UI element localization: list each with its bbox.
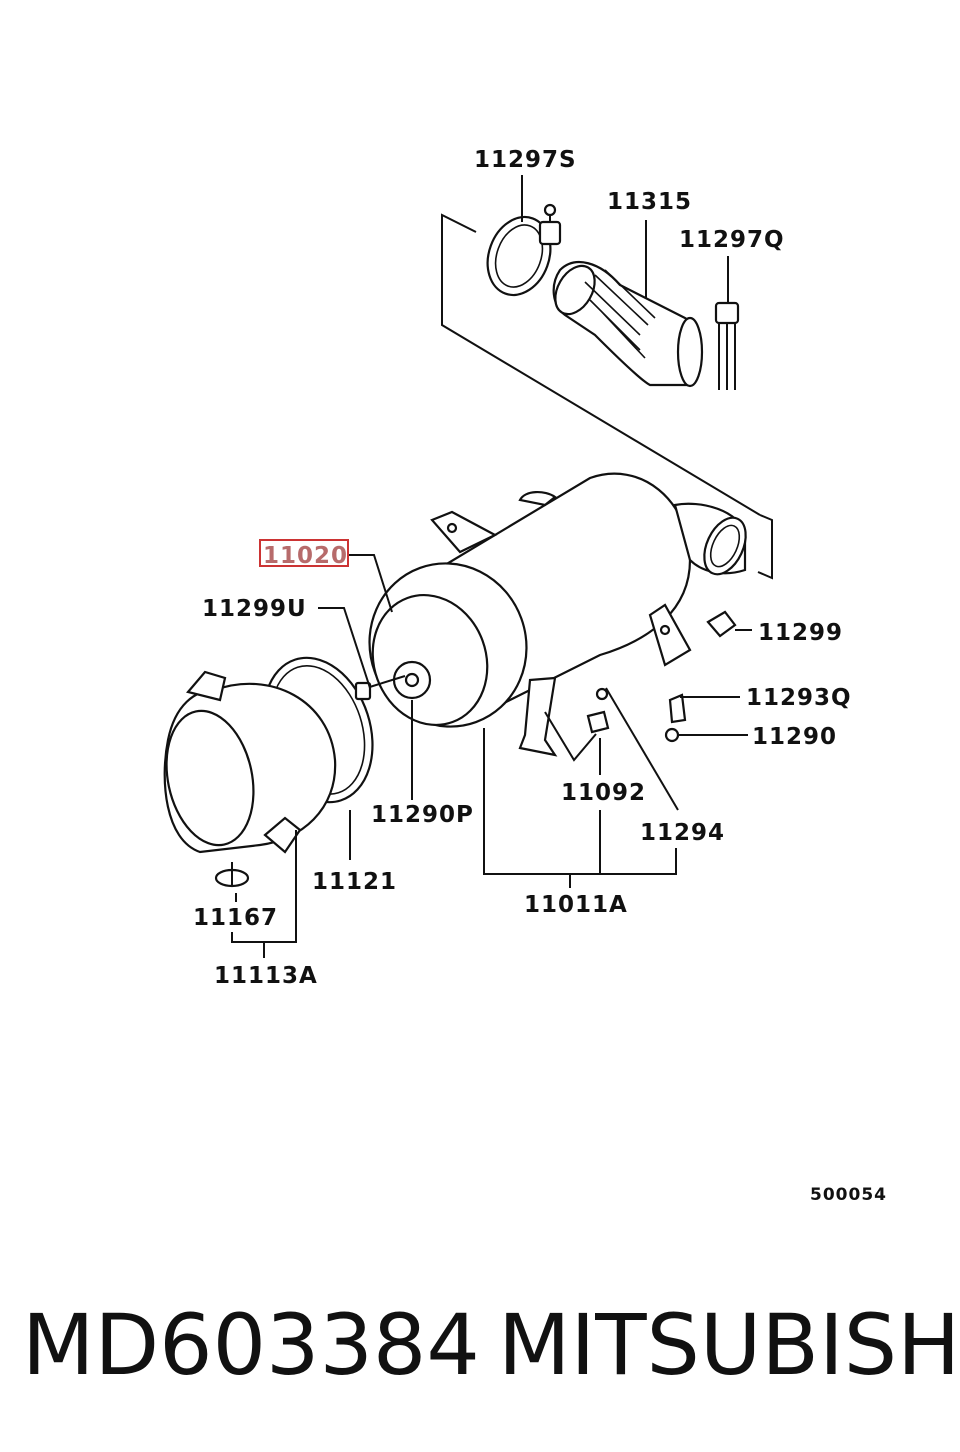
intake-hose-part [552,261,704,388]
air-cleaner-body-part [368,472,747,757]
label-11315: 11315 [607,189,692,215]
brand-name: MITSUBISHI [498,1296,960,1394]
wing-bolt-part [354,675,406,701]
label-11294: 11294 [640,820,725,846]
air-cleaner-cover-part [163,670,337,854]
label-11092: 11092 [561,780,646,806]
label-11299U: 11299U [202,596,307,622]
intake-group-frame [441,213,773,580]
label-11020[interactable]: 11020 [263,543,348,569]
bracket-rubber-part [586,710,610,734]
label-11299: 11299 [758,620,843,646]
grommet-bolt-part [668,693,687,724]
leader-lines [231,554,752,958]
part-number: MD603384 [22,1296,480,1394]
drawing-code: 500054 [810,1185,887,1205]
label-11297Q: 11297Q [679,227,785,253]
label-11113A: 11113A [214,963,318,989]
label-11297S: 11297S [474,147,577,173]
nut-11290-part [664,727,680,743]
footer: MD603384 MITSUBISHI [0,1290,960,1400]
stud-part [595,687,609,701]
clip-11299-part [706,610,737,638]
hose-clip-part [714,301,740,390]
label-11290P: 11290P [371,802,474,828]
label-11290: 11290 [752,724,837,750]
highlight-box [259,539,349,567]
cap-part [214,862,250,888]
label-11121: 11121 [312,869,397,895]
label-11011A: 11011A [524,892,628,918]
hose-clamp-part [486,203,562,297]
label-11167: 11167 [193,905,278,931]
label-11293Q: 11293Q [746,685,852,711]
